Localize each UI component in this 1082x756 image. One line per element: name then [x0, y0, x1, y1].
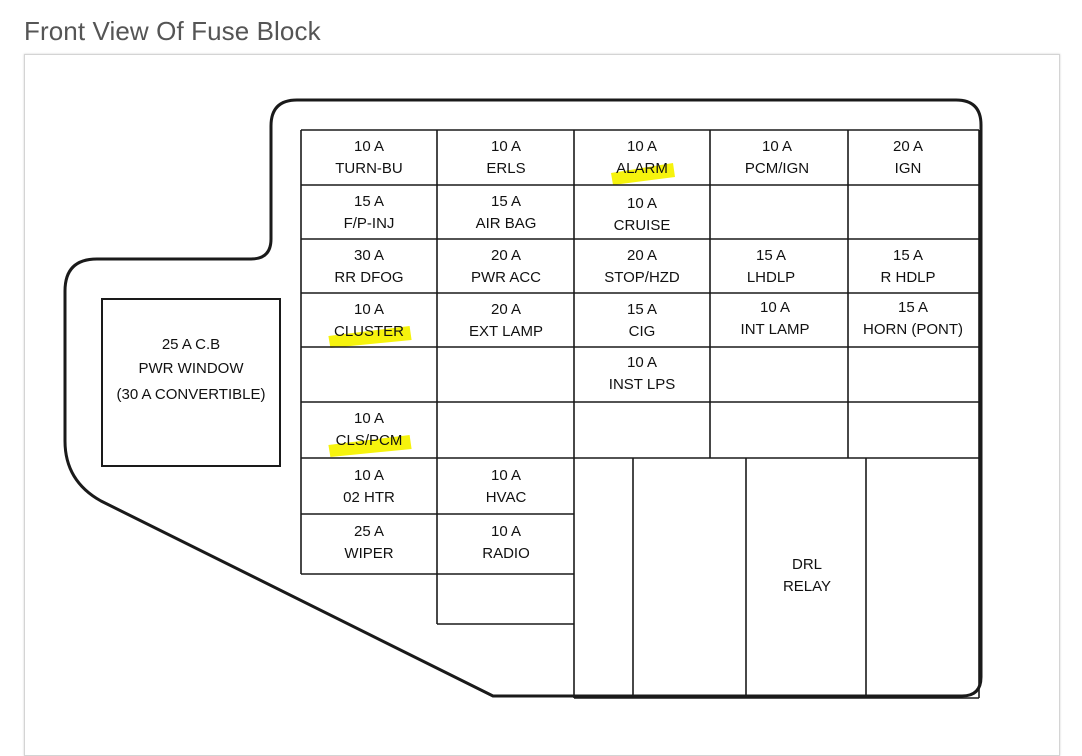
highlight-cls-pcm — [328, 435, 412, 457]
fuse-name-r-hdlp: R HDLP — [880, 269, 935, 286]
circuit-breaker-line2: PWR WINDOW — [139, 360, 245, 377]
fuse-amp-horn-pont: 15 A — [898, 299, 928, 316]
circuit-breaker-line3: (30 A CONVERTIBLE) — [117, 386, 266, 403]
fuse-amp-ext-lamp: 20 A — [491, 301, 521, 318]
fuse-name-cig: CIG — [629, 323, 656, 340]
fuse-name-cluster: CLUSTER — [334, 323, 404, 340]
fuse-name-inst-lps: INST LPS — [609, 376, 675, 393]
fuse-amp-rr-dfog: 30 A — [354, 247, 384, 264]
fuse-block-diagram: 25 A C.B PWR WINDOW (30 A CONVERTIBLE) — [63, 98, 983, 699]
fuse-name-turn-bu: TURN-BU — [335, 160, 403, 177]
fuse-name-alarm: ALARM — [616, 160, 668, 177]
fuse-amp-inst-lps: 10 A — [627, 354, 657, 371]
fuse-amp-air-bag: 15 A — [491, 193, 521, 210]
fuse-amp-lhdlp: 15 A — [756, 247, 786, 264]
fuse-amp-hvac: 10 A — [491, 467, 521, 484]
fuse-amp-o2-htr: 10 A — [354, 467, 384, 484]
fuse-name-f-p-inj: F/P-INJ — [344, 215, 395, 232]
fuse-name-cls-pcm: CLS/PCM — [336, 432, 403, 449]
fuse-block-outline — [63, 98, 983, 698]
fuse-amp-r-hdlp: 15 A — [893, 247, 923, 264]
diagram-frame: 25 A C.B PWR WINDOW (30 A CONVERTIBLE) — [24, 54, 1060, 756]
fuse-amp-cluster: 10 A — [354, 301, 384, 318]
fuse-amp-int-lamp: 10 A — [760, 299, 790, 316]
fuse-amp-ign: 20 A — [893, 138, 923, 155]
fuse-amp-alarm: 10 A — [627, 138, 657, 155]
fuse-name-stop-hzd: STOP/HZD — [604, 269, 680, 286]
fuse-name-pcm-ign: PCM/IGN — [745, 160, 809, 177]
fuse-amp-wiper: 25 A — [354, 523, 384, 540]
circuit-breaker-line1: 25 A C.B — [162, 336, 220, 353]
circuit-breaker-box — [101, 298, 281, 467]
fuse-name-lhdlp: LHDLP — [747, 269, 795, 286]
fuse-amp-cls-pcm: 10 A — [354, 410, 384, 427]
fuse-amp-pcm-ign: 10 A — [762, 138, 792, 155]
highlight-alarm — [611, 163, 675, 185]
fuse-name-horn-pont: HORN (PONT) — [863, 321, 963, 338]
relay-line1: DRL — [792, 556, 822, 573]
fuse-amp-erls: 10 A — [491, 138, 521, 155]
fuse-name-ign: IGN — [895, 160, 922, 177]
fuse-name-ext-lamp: EXT LAMP — [469, 323, 543, 340]
page-title: Front View Of Fuse Block — [24, 16, 321, 46]
fuse-amp-cruise: 10 A — [627, 195, 657, 212]
fuse-name-erls: ERLS — [486, 160, 525, 177]
fuse-name-pwr-acc: PWR ACC — [471, 269, 541, 286]
fuse-name-radio: RADIO — [482, 545, 530, 562]
fuse-amp-turn-bu: 10 A — [354, 138, 384, 155]
fuse-amp-f-p-inj: 15 A — [354, 193, 384, 210]
fuse-amp-pwr-acc: 20 A — [491, 247, 521, 264]
fuse-grid — [300, 129, 980, 699]
highlight-cluster — [328, 326, 412, 348]
fuse-name-wiper: WIPER — [344, 545, 393, 562]
fuse-name-cruise: CRUISE — [614, 217, 671, 234]
fuse-name-o2-htr: 02 HTR — [343, 489, 395, 506]
highlight-layer — [328, 163, 675, 457]
relay-line2: RELAY — [783, 578, 831, 595]
fuse-amp-radio: 10 A — [491, 523, 521, 540]
fuse-name-hvac: HVAC — [486, 489, 527, 506]
fuse-name-rr-dfog: RR DFOG — [334, 269, 403, 286]
fuse-labels: 10 A TURN-BU 10 A ERLS 10 A ALARM 10 A PCM/IGN 2… — [334, 138, 963, 562]
fuse-amp-cig: 15 A — [627, 301, 657, 318]
fuse-name-air-bag: AIR BAG — [476, 215, 537, 232]
fuse-name-int-lamp: INT LAMP — [741, 321, 810, 338]
fuse-amp-stop-hzd: 20 A — [627, 247, 657, 264]
